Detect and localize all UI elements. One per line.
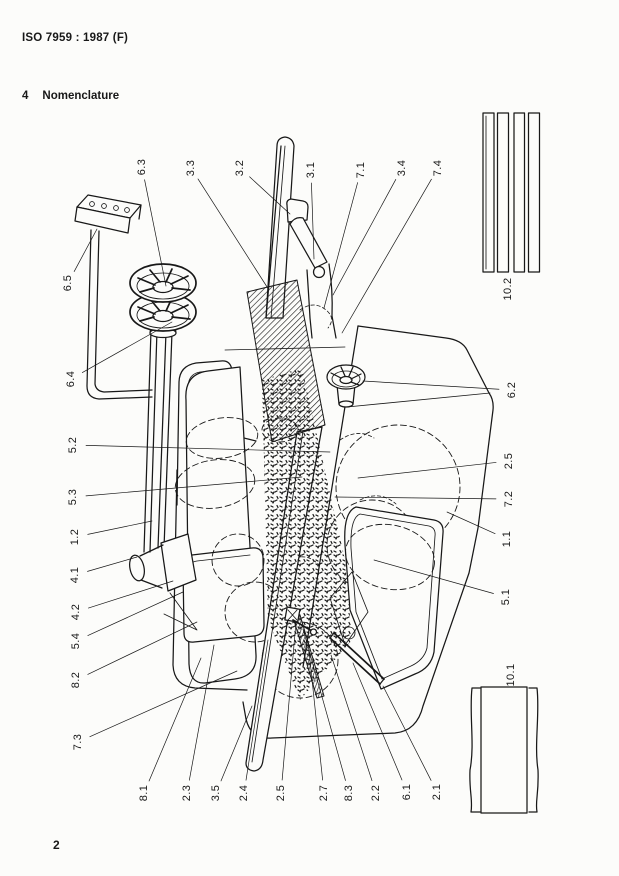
gear-lever-box (74, 194, 142, 234)
callout-label-5.1: 5.1 (500, 589, 512, 606)
leader-line-8.2 (87, 621, 198, 675)
callout-label-3.2: 3.2 (234, 160, 246, 177)
leader-line-6.4 (81, 321, 173, 373)
leader-line-2.3 (188, 644, 215, 781)
adjusting-tubes (143, 329, 173, 553)
callout-label-2.1: 2.1 (431, 784, 443, 801)
right-side-panel (329, 506, 444, 690)
knife-bars-10-2 (482, 112, 541, 273)
callout-label-7.3: 7.3 (72, 734, 84, 751)
belt-section-10-1 (469, 686, 539, 814)
leader-line-2.4 (245, 639, 269, 781)
callout-label-2.5: 2.5 (275, 785, 287, 802)
callout-label-1.1: 1.1 (501, 531, 513, 548)
callout-label-3.5: 3.5 (210, 785, 222, 802)
callout-label-8.2: 8.2 (70, 672, 82, 689)
leader-line-1.2 (87, 520, 153, 535)
section-heading: 4 Nomenclature (22, 90, 119, 102)
leader-line-5.1 (373, 559, 494, 594)
leader-line-5.2 (85, 445, 331, 453)
delivery-pipe (289, 217, 337, 339)
callout-label-4.2: 4.2 (70, 604, 82, 621)
leader-line-7.3 (89, 670, 238, 738)
diagram-labels: 6.3 3.3 3.2 3.1 7.1 3.4 7.4 6.5 6.4 5.2 5.3 1.2 4.1 4… (62, 159, 518, 802)
leader-line-8.3 (302, 628, 346, 781)
leader-line-3.2 (249, 176, 291, 215)
leader-line-2.5 (357, 462, 497, 479)
leader-line-2.1 (382, 685, 432, 781)
leader-line-3.4 (332, 179, 397, 296)
leader-line-3.5 (220, 705, 253, 782)
leader-line-3.1 (311, 182, 315, 260)
leader-line-5.3 (85, 476, 303, 497)
callout-label-4.1: 4.1 (69, 567, 81, 584)
leader-line-4.2 (88, 580, 174, 609)
callout-label-6.5: 6.5 (62, 275, 74, 292)
callout-label-10.2: 10.2 (502, 277, 514, 300)
callout-label-1.2: 1.2 (69, 529, 81, 546)
leader-line-5.4 (87, 591, 184, 636)
tension-bar (329, 632, 385, 685)
callout-label-7.2: 7.2 (503, 491, 515, 508)
leader-line-4.1 (87, 556, 138, 572)
callout-label-6.2: 6.2 (506, 382, 518, 399)
callout-label-3.4: 3.4 (396, 160, 408, 177)
leader-line-6.2 (362, 380, 500, 390)
handwheel-upper (129, 263, 197, 303)
standard-reference: ISO 7959 : 1987 (F) (22, 32, 129, 44)
handwheel-small (326, 364, 366, 408)
callout-label-10.1: 10.1 (505, 663, 517, 686)
callout-label-3.3: 3.3 (185, 160, 197, 177)
callout-label-5.4: 5.4 (70, 633, 82, 650)
callout-label-6.1: 6.1 (401, 784, 413, 801)
callout-label-6.3: 6.3 (136, 159, 148, 176)
leader-line-7.1 (323, 182, 358, 309)
callout-label-2.7: 2.7 (318, 785, 330, 802)
callout-label-5.3: 5.3 (67, 489, 79, 506)
discharge-spout (245, 136, 352, 772)
funnel-cone (129, 533, 198, 631)
leader-lines (73, 176, 500, 782)
leader-line-3.3 (197, 178, 270, 291)
leader-line-2.7 (308, 650, 323, 781)
leader-line-6.3 (144, 179, 167, 287)
callout-label-3.1: 3.1 (305, 162, 317, 179)
callout-label-8.3: 8.3 (343, 785, 355, 802)
leader-line-7.4 (341, 178, 432, 334)
leader-line-2.5 (281, 621, 297, 781)
leader-line-6.1 (352, 662, 403, 781)
leader-line-6.5 (73, 228, 98, 272)
callout-label-2.3: 2.3 (181, 785, 193, 802)
spout-deflector (286, 198, 309, 223)
callout-label-7.1: 7.1 (355, 162, 367, 179)
leader-line-7.2 (334, 496, 497, 500)
callout-label-5.2: 5.2 (67, 437, 79, 454)
page-number: 2 (53, 838, 60, 852)
callout-label-2.4: 2.4 (238, 785, 250, 802)
section-title: Nomenclature (42, 90, 120, 102)
callout-label-6.4: 6.4 (65, 371, 77, 388)
leader-line-1.1 (446, 511, 496, 535)
handwheel-lower (129, 292, 197, 339)
callout-label-2.2: 2.2 (370, 785, 382, 802)
control-pipe (86, 229, 153, 400)
callout-label-8.1: 8.1 (138, 785, 150, 802)
callout-label-2.5: 2.5 (503, 453, 515, 470)
section-number: 4 (22, 90, 29, 102)
leader-line-8.1 (148, 657, 202, 782)
leader-line-2.2 (330, 654, 373, 781)
callout-label-7.4: 7.4 (432, 160, 444, 177)
